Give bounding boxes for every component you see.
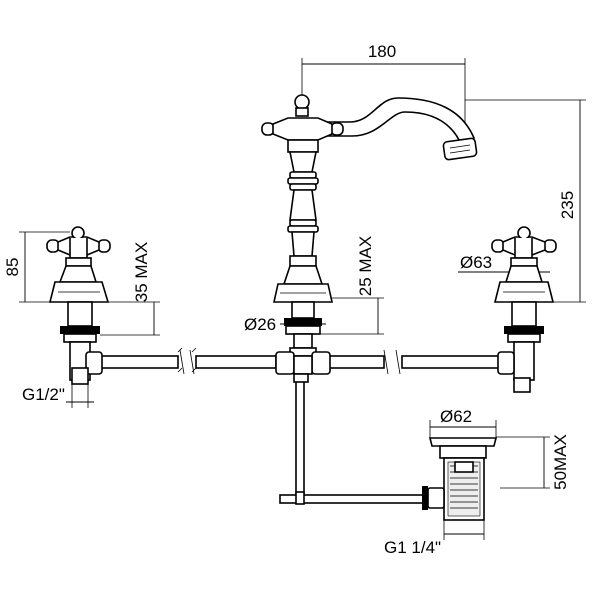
- dim-inlet-thread: G1/2": [22, 385, 65, 404]
- dim-handle-max: 35 MAX: [132, 242, 151, 302]
- left-cold-valve: [46, 226, 111, 385]
- dimension-labels: 180 235 85 35 MAX 25 MAX Ø63 Ø26 Ø62 50M…: [3, 42, 577, 557]
- connection-pipes: [97, 347, 501, 505]
- dimension-lines: [19, 58, 586, 540]
- center-spout: [261, 94, 478, 383]
- dim-drain-max: 50MAX: [551, 434, 570, 490]
- right-hot-valve: [491, 226, 557, 393]
- dim-handle-diameter: Ø63: [460, 253, 492, 272]
- dim-drain-diameter: Ø62: [440, 407, 472, 426]
- dim-spout-max: 25 MAX: [356, 236, 375, 296]
- pop-up-drain: [422, 437, 498, 521]
- dim-drain-thread: G1 1/4": [384, 538, 441, 557]
- dim-spout-reach: 180: [368, 42, 396, 61]
- dim-spout-diameter: Ø26: [244, 315, 276, 334]
- dim-total-height: 235: [558, 191, 577, 219]
- dim-handle-height: 85: [3, 258, 22, 277]
